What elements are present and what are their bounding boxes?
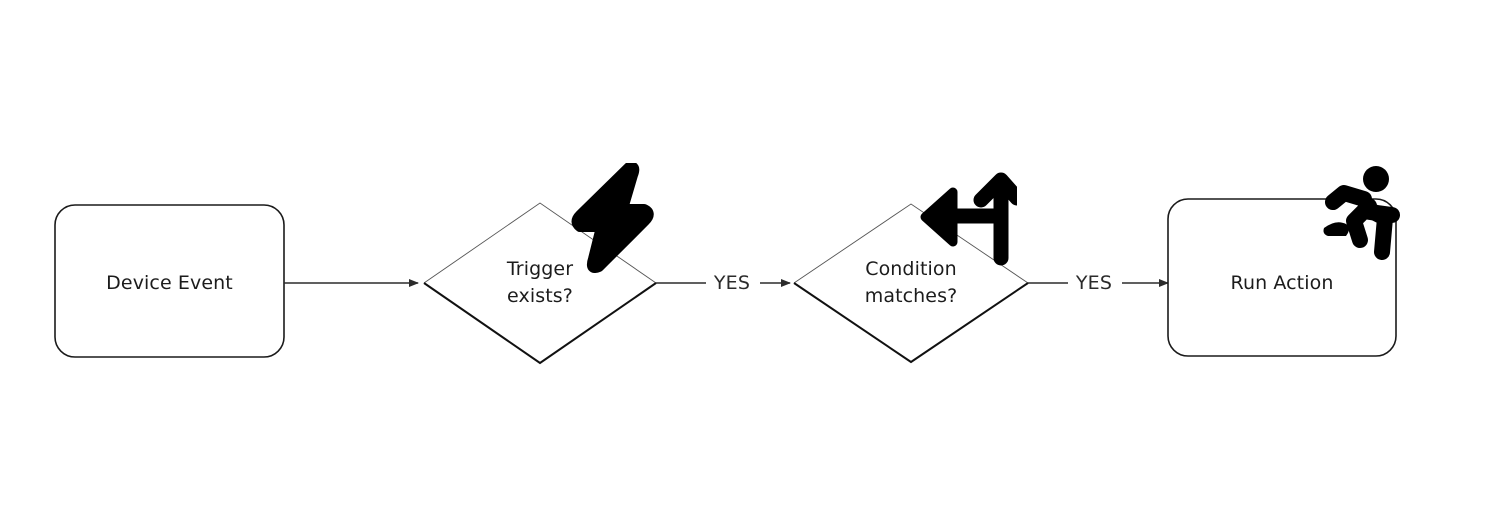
edge-label-trigger-to-condition: YES [713, 272, 751, 294]
node-trigger-exists-shape-lower[interactable] [423, 282, 657, 365]
node-run-action-shape[interactable] [1167, 198, 1397, 357]
node-condition-matches-shape-lower[interactable] [793, 282, 1029, 364]
node-condition-matches-shape-upper[interactable] [793, 203, 1029, 284]
edge-label-condition-to-action: YES [1075, 272, 1113, 294]
node-device-event-shape[interactable] [54, 204, 285, 358]
node-trigger-exists-shape-upper[interactable] [423, 202, 657, 284]
